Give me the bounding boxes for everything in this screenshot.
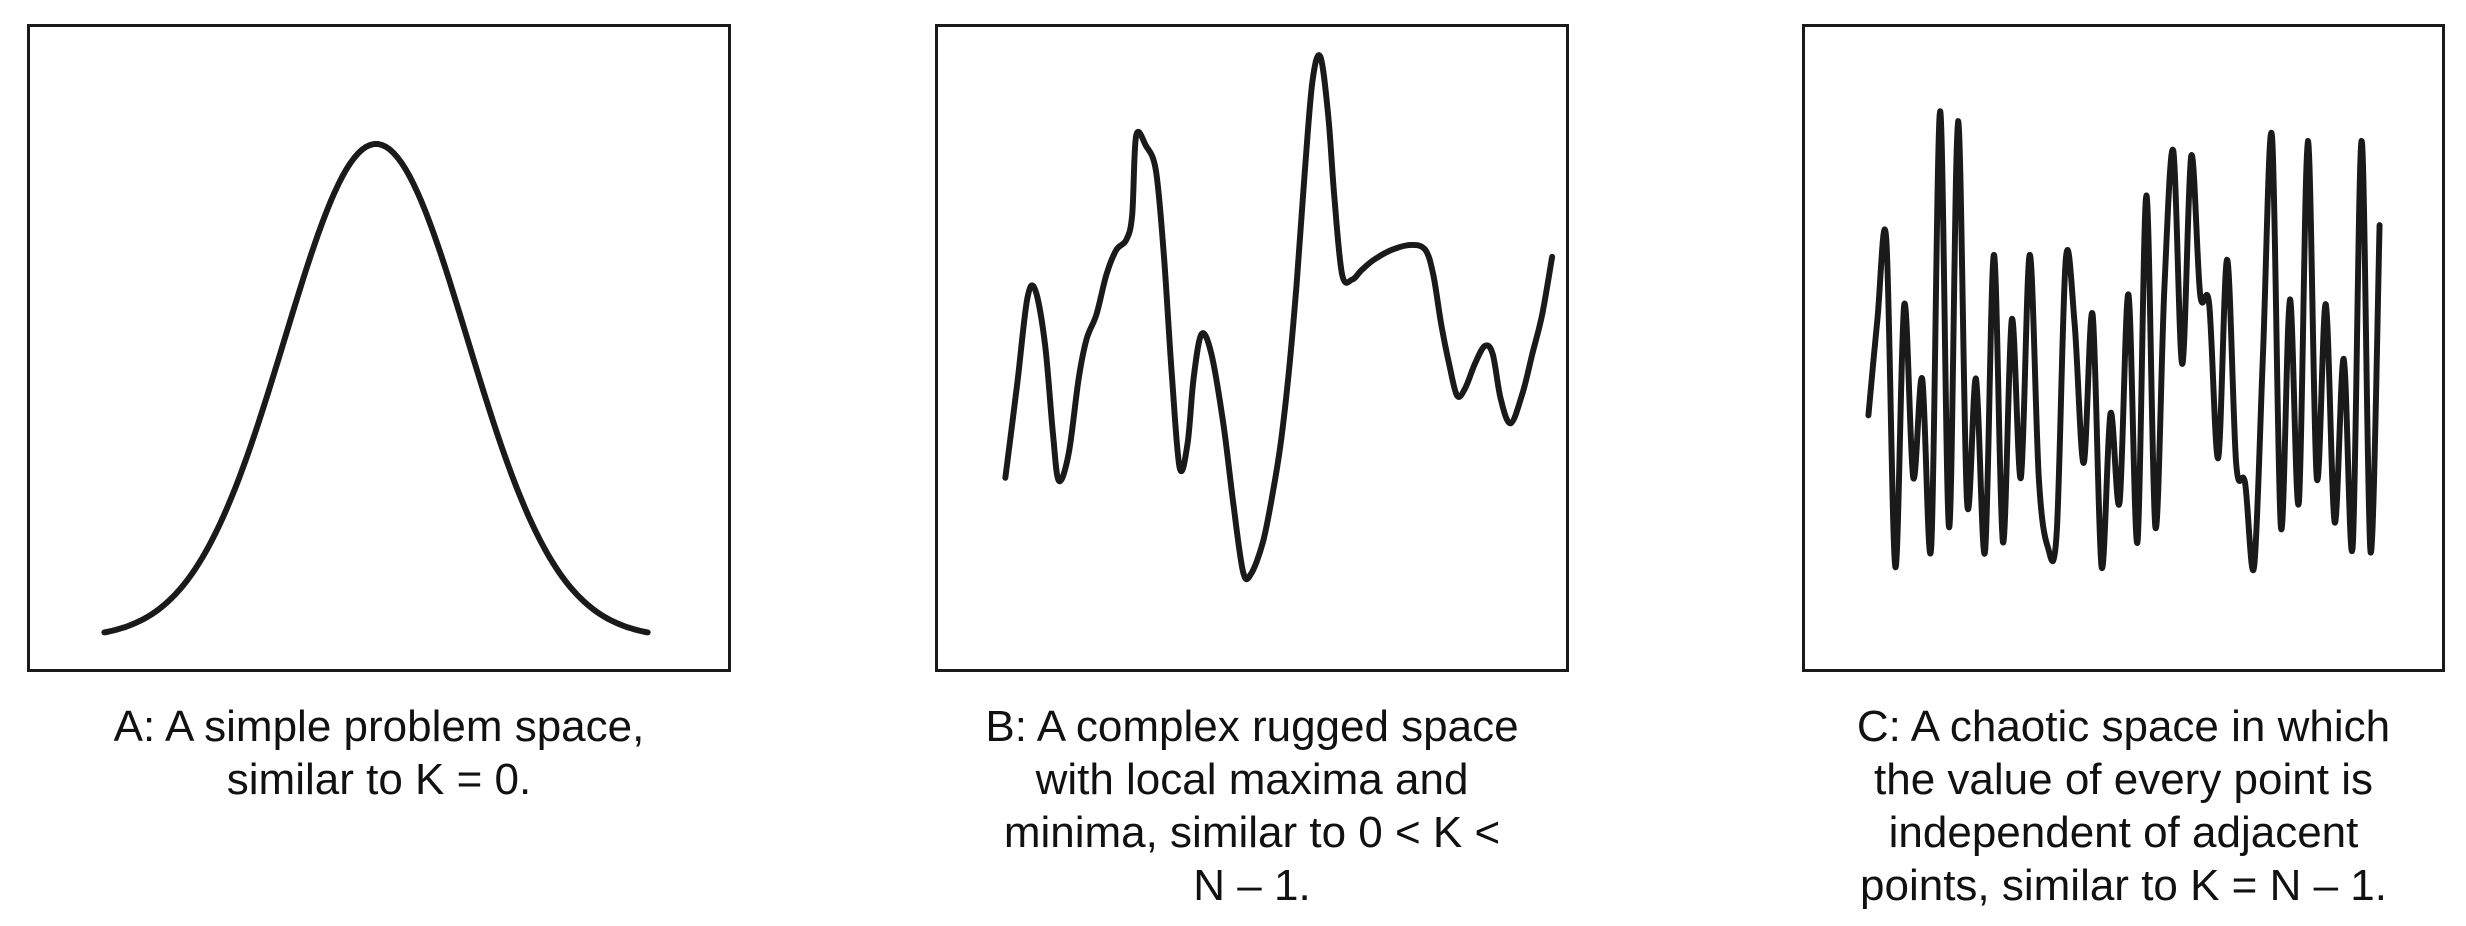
panel-b-caption: B: A complex rugged space with local max… [902,700,1602,912]
panel-b-caption-line: B: A complex rugged space [985,702,1519,751]
panel-a-caption-line: A: A simple problem space, [113,702,645,751]
panel-c-curve [1865,108,2383,574]
panel-a-caption: A: A simple problem space, similar to K … [27,700,731,806]
panel-a-plot [27,24,731,672]
panel-c-caption-line: C: A chaotic space in which [1856,702,2391,751]
panel-c-svg [1865,108,2383,574]
panel-c-caption-line: the value of every point is [1874,755,2373,804]
panel-b-plot [935,24,1569,672]
panel-b-svg [1002,52,1556,583]
panel-b-curve [1002,52,1556,583]
panel-c-caption-line: independent of adjacent [1888,808,2359,857]
panel-c-plot [1802,24,2445,672]
panel-b-caption-line: minima, similar to 0 < K < [1003,808,1501,857]
panel-b-caption-line: N – 1. [1193,861,1311,910]
panel-a-svg [101,141,651,636]
panel-c-caption-line: points, similar to K = N – 1. [1860,861,2387,910]
panel-b-caption-line: with local maxima and [1035,755,1469,804]
panel-a-caption-line: similar to K = 0. [226,755,532,804]
panel-c-caption: C: A chaotic space in which the value of… [1772,700,2466,912]
panel-a-curve [101,141,651,636]
